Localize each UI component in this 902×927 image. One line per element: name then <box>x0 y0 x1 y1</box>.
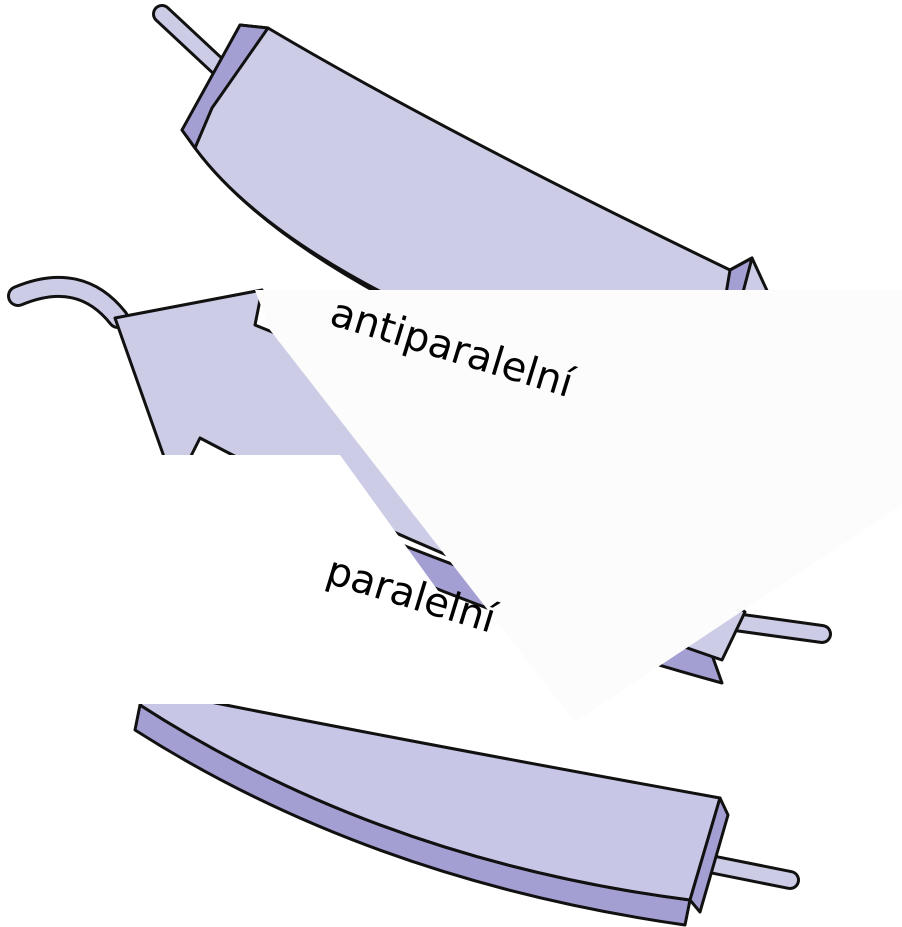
lower-strand <box>135 690 790 925</box>
